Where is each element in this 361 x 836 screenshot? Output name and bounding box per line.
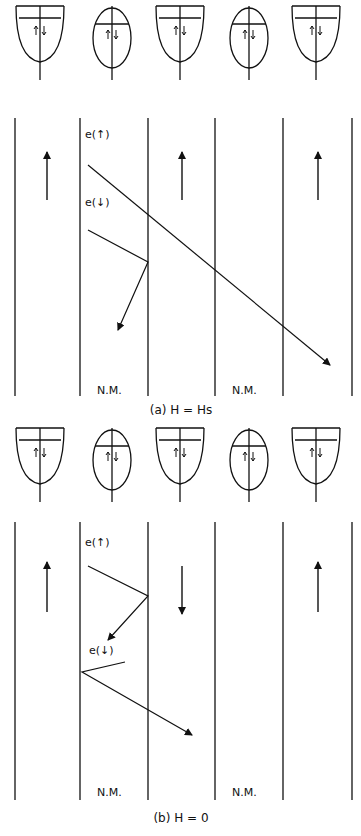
band-axis bbox=[179, 428, 180, 502]
spin-down-head bbox=[182, 454, 186, 457]
band-axis bbox=[39, 6, 40, 80]
spin-down-head bbox=[182, 32, 186, 35]
band-axis bbox=[111, 428, 112, 502]
spin-down-head bbox=[42, 32, 46, 35]
spin-down-head bbox=[114, 36, 118, 39]
spin-up-head bbox=[34, 26, 38, 29]
spin-up-head bbox=[34, 448, 38, 451]
spin-up-head bbox=[243, 30, 247, 33]
spin-up-head bbox=[106, 30, 110, 33]
layer-lines bbox=[15, 118, 352, 800]
band-axis bbox=[315, 6, 316, 80]
layer-label: N.M. bbox=[231, 786, 258, 799]
electron-paths bbox=[82, 165, 330, 735]
spin-down-head bbox=[251, 458, 255, 461]
spin-up-head bbox=[310, 448, 314, 451]
band-axis bbox=[179, 6, 180, 80]
layer-label: N.M. bbox=[231, 384, 258, 397]
magnetization-arrows bbox=[47, 152, 318, 614]
spin-down-head bbox=[318, 454, 322, 457]
panel-caption: (b) H = 0 bbox=[152, 812, 209, 825]
electron-label: e(↓) bbox=[84, 196, 111, 209]
layer-label: N.M. bbox=[96, 786, 123, 799]
panel-caption: (a) H = Hs bbox=[149, 404, 214, 417]
electron-label: e(↓) bbox=[88, 644, 115, 657]
band-axis bbox=[315, 428, 316, 502]
spin-down-head bbox=[318, 32, 322, 35]
spin-up-head bbox=[310, 26, 314, 29]
spin-down-head bbox=[42, 454, 46, 457]
band-axis bbox=[248, 6, 249, 80]
electron-label: e(↑) bbox=[84, 536, 111, 549]
spin-down-head bbox=[114, 458, 118, 461]
band-axis bbox=[111, 6, 112, 80]
band-axis bbox=[39, 428, 40, 502]
spin-up-head bbox=[174, 26, 178, 29]
spin-up-head bbox=[106, 452, 110, 455]
band-axis bbox=[248, 428, 249, 502]
spin-up-head bbox=[243, 452, 247, 455]
spin-down-head bbox=[251, 36, 255, 39]
spin-up-head bbox=[174, 448, 178, 451]
electron-label: e(↑) bbox=[84, 128, 111, 141]
layer-label: N.M. bbox=[96, 384, 123, 397]
